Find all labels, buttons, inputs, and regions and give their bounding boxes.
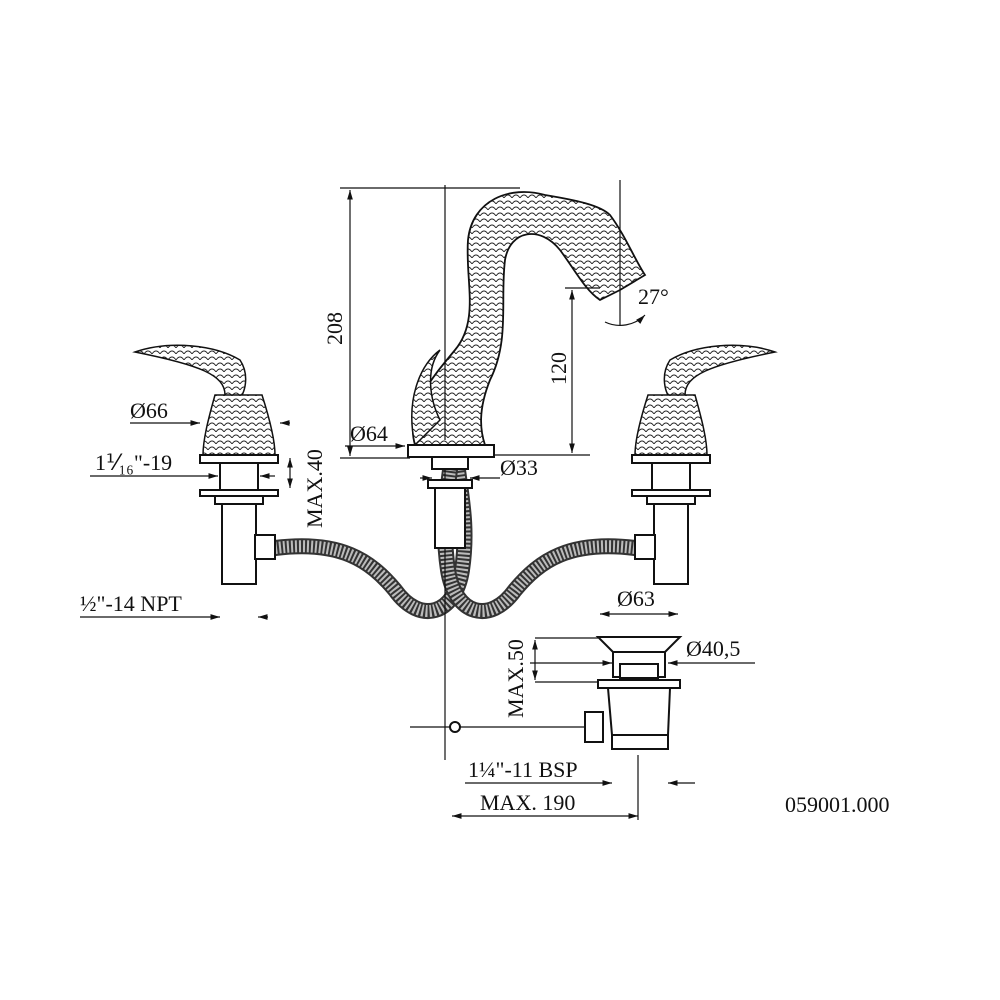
dim-handle-max-deck: MAX.40 bbox=[302, 449, 327, 528]
left-handle-valve bbox=[132, 344, 279, 585]
dim-spout-angle: 27° bbox=[638, 284, 669, 309]
dim-spout-shank-diameter: Ø33 bbox=[500, 455, 538, 480]
part-number: 059001.000 bbox=[785, 792, 890, 817]
dim-spout-reach-height: 120 bbox=[546, 352, 571, 385]
popup-drain bbox=[584, 636, 683, 750]
dim-drain-flange-diameter: Ø63 bbox=[617, 586, 655, 611]
dimension-lines bbox=[80, 180, 755, 820]
dim-handle-thread: 1⅟₁₆"-19 bbox=[95, 450, 172, 475]
dim-spout-height: 208 bbox=[322, 312, 347, 345]
dim-drain-max-deck: MAX.50 bbox=[503, 639, 528, 718]
dragon-spout bbox=[407, 191, 647, 549]
right-handle-valve bbox=[631, 344, 778, 585]
dim-valve-thread: ½"-14 NPT bbox=[80, 591, 182, 616]
dim-spout-base-diameter: Ø64 bbox=[350, 421, 388, 446]
dim-drain-body-diameter: Ø40,5 bbox=[686, 636, 740, 661]
dim-handle-diameter: Ø66 bbox=[130, 398, 168, 423]
dim-drain-thread: 1¼"-11 BSP bbox=[468, 757, 578, 782]
dim-drain-max-reach: MAX. 190 bbox=[480, 790, 575, 815]
